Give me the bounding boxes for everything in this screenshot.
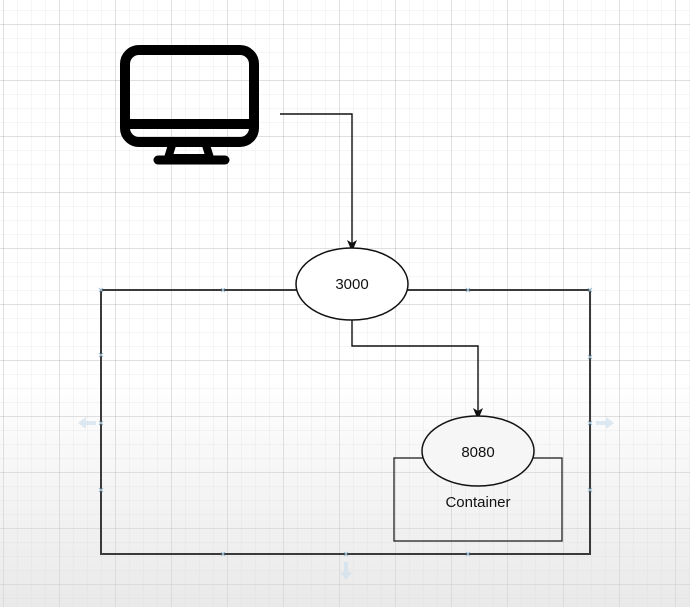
connect-hint-arrow-left[interactable] (78, 417, 96, 429)
connect-hint-arrow-down[interactable] (340, 562, 352, 580)
host-machine-box[interactable] (100, 289, 591, 555)
container-port-node[interactable]: 8080 (421, 415, 535, 487)
connection-points (98, 287, 593, 557)
computer-monitor-icon[interactable] (120, 45, 259, 165)
host-port-label: 3000 (335, 276, 368, 293)
container-label: Container (445, 494, 510, 511)
connect-hint-arrow-right[interactable] (596, 417, 614, 429)
connection-arrow-host-to-3000[interactable] (280, 113, 352, 246)
connection-arrow-3000-to-8080[interactable] (351, 320, 478, 414)
host-port-node[interactable]: 3000 (295, 247, 409, 321)
container-port-label: 8080 (461, 444, 494, 461)
